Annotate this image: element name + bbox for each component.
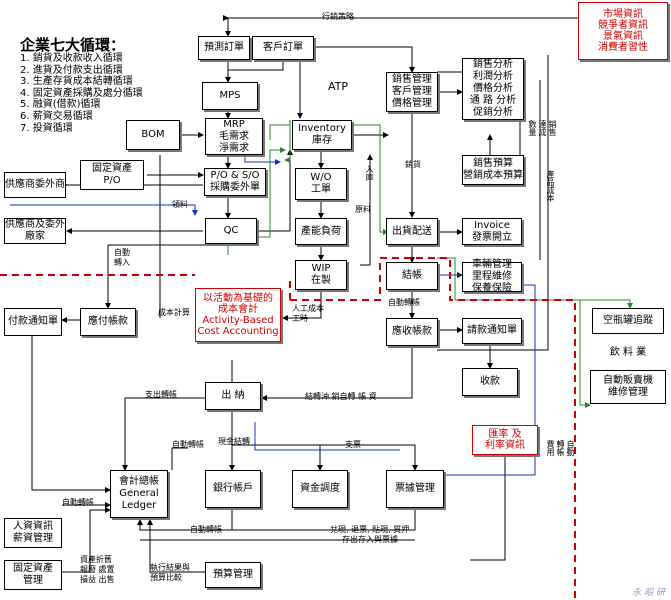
vending-repair-box[interactable]: 自動販賣機 維修管理 — [590, 370, 666, 404]
label-depr: 資產折舊 報廢 處置 損益 出售 — [80, 555, 115, 584]
label-auto-transfer-1: 自動 轉入 — [114, 248, 130, 267]
label-auto-transfer-2: 自動轉帳 — [388, 298, 420, 307]
customer-order-box[interactable]: 客戶訂單 — [252, 36, 314, 60]
wo-box[interactable]: W/O 工單 — [295, 168, 347, 200]
label-pay-transfer: 支出轉帳 — [145, 390, 177, 399]
fixed-asset-po-box[interactable]: 固定資產 P/O — [80, 160, 144, 190]
mps-box[interactable]: MPS — [202, 82, 258, 110]
payment-notice-box[interactable]: 付款通知單 — [4, 308, 62, 336]
label-cash-settle: 現金結轉 — [218, 437, 250, 446]
shipping-box[interactable]: 出貨配送 — [386, 218, 438, 245]
label-auto-transfer-4: 自動轉帳 — [190, 525, 222, 534]
cycle-item: 5. 融資(借款)循環 — [20, 99, 101, 111]
fixed-asset-mgmt-box[interactable]: 固定資產 管理 — [4, 560, 62, 590]
label-sales-goods: 銷貨 — [405, 160, 421, 169]
billing-notice-box[interactable]: 請款通知單 — [462, 318, 522, 344]
forecast-order-box[interactable]: 預測訂單 — [198, 36, 250, 60]
sales-mgmt-box[interactable]: 銷售管理 客戶管理 價格管理 — [386, 72, 438, 112]
label-cost-calc: 成本計算 — [158, 308, 190, 317]
atp-label: ATP — [328, 80, 349, 93]
abc-cost-box: 以活動為基礎的 成本會計 Activity-Based Cost Account… — [195, 288, 281, 342]
invoice-box[interactable]: Invoice 發票開立 — [462, 218, 522, 245]
market-info-box: 市場資訊 競爭者資訊 景氣資訊 消費者習性 — [578, 2, 668, 60]
label-sales-strategy: 行銷策略 — [322, 12, 354, 21]
note-mgmt-box[interactable]: 票據管理 — [386, 470, 444, 508]
label-purchase-material: 原料 — [355, 205, 371, 214]
mrp-box[interactable]: MRP 毛需求 淨需求 — [205, 118, 263, 155]
cycle-item: 7. 投資循環 — [20, 122, 73, 134]
label-sales-qty: 銷售 達成 數量 — [528, 120, 557, 136]
settlement-box[interactable]: 結帳 — [386, 262, 438, 290]
bank-account-box[interactable]: 銀行帳戶 — [205, 470, 261, 508]
label-auto-account: 自動轉帳 — [172, 440, 204, 449]
label-in-warehouse: 入庫 — [365, 165, 374, 181]
label-save-note: 存出存入與票據 — [342, 535, 398, 544]
label-transfer-notice: 結轉沖 銷自轉 帳 資 — [305, 392, 377, 401]
rate-info-box: 匯率 及 利率資訊 — [472, 425, 538, 455]
ledger-box[interactable]: 會計總帳 General Ledger — [110, 470, 168, 518]
label-budget-compare: 執行結果與 預算比較 — [150, 563, 190, 582]
watermark: 永 昭 研 — [632, 588, 665, 598]
supplier-outsource-box[interactable]: 供應商委外商 — [4, 172, 66, 198]
vending-mgmt-box[interactable]: 空瓶罐追蹤 — [592, 308, 664, 334]
sales-budget-box[interactable]: 銷售預算 營銷成本預算 — [462, 155, 524, 185]
label-check-note: 兌現, 退票, 貼現, 質押 — [330, 525, 410, 534]
supplier-return-box[interactable]: 供應商及委外 廠家 — [4, 218, 66, 244]
bom-box[interactable]: BOM — [126, 120, 180, 150]
label-receive-material: 領料 — [172, 200, 188, 209]
cycle-item: 6. 薪資交易循環 — [20, 110, 93, 122]
label-product-cost: 產品成本 — [546, 170, 555, 202]
beverage-box: 飲 料 業 — [592, 340, 664, 366]
label-cost-detail: 人工成本 工時 — [292, 304, 324, 323]
hr-payroll-box[interactable]: 人資資訊 薪資管理 — [4, 518, 62, 548]
label-pay: 支票 — [345, 440, 361, 449]
capacity-box[interactable]: 產能負荷 — [295, 218, 347, 245]
inventory-box[interactable]: Inventory 庫存 — [292, 120, 352, 150]
cycle-item: 3. 生產存貨成本結轉循環 — [20, 76, 133, 88]
cycle-item: 1. 銷貨及收款收入循環 — [20, 53, 123, 64]
cycle-item: 2. 進貨及付款支出循環 — [20, 64, 123, 76]
label-auto-cost: 自動 轉帳 費用 — [546, 440, 575, 456]
sales-analysis-box[interactable]: 銷售分析 利潤分析 價格分析 通 路 分析 促銷分析 — [462, 58, 524, 120]
payable-box[interactable]: 應付帳款 — [80, 308, 136, 336]
label-auto-transfer-3: 自動轉帳 — [62, 498, 94, 507]
cashier-box[interactable]: 出 納 — [205, 382, 261, 410]
wip-box[interactable]: WIP 在製 — [295, 260, 347, 290]
cycle-item: 4. 固定資產採購及處分循環 — [20, 87, 143, 99]
qc-box[interactable]: QC — [205, 218, 257, 244]
cycle-list: 1. 銷貨及收款收入循環 2. 進貨及付款支出循環 3. 生產存貨成本結轉循環 … — [20, 53, 143, 134]
receivable-box[interactable]: 應收帳款 — [386, 318, 438, 346]
po-so-box[interactable]: P/O & S/O 採購委外單 — [204, 168, 266, 196]
diagram-title: 企業七大循環： — [20, 36, 126, 54]
budget-mgmt-box[interactable]: 預算管理 — [205, 562, 261, 588]
collection-box[interactable]: 收款 — [462, 368, 518, 396]
vehicle-mgmt-box[interactable]: 車輛管理 里程維修 保養保險 — [462, 259, 522, 294]
fund-dispatch-box[interactable]: 資金調度 — [292, 470, 348, 508]
